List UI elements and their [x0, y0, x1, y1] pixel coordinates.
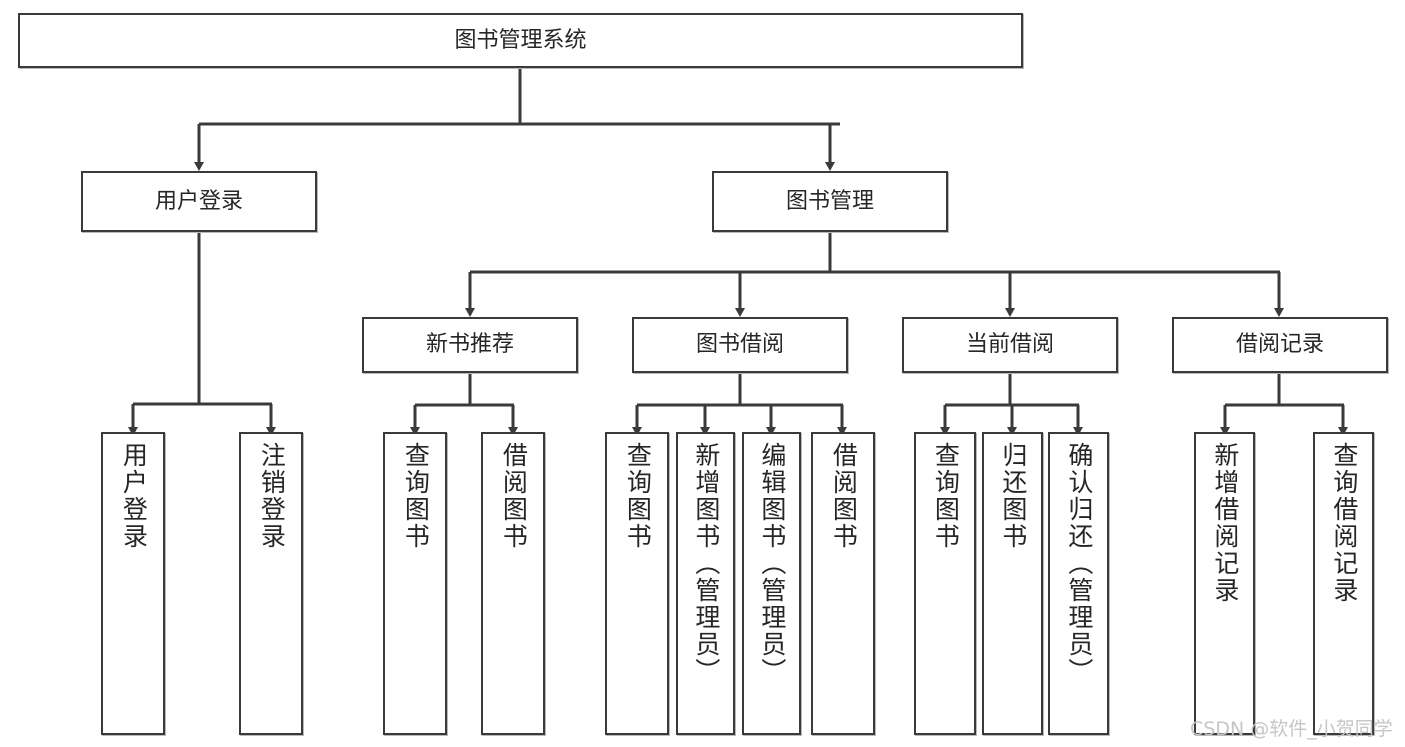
node-current-borrow-label: 当前借阅 — [965, 332, 1054, 358]
leaf-current-query-book[interactable]: 查询图书 — [914, 432, 976, 735]
node-borrow-record[interactable]: 借阅记录 — [1172, 317, 1388, 373]
node-current-borrow[interactable]: 当前借阅 — [902, 317, 1118, 373]
leaf-current-confirm-return-label: 确认归还（管理员） — [1064, 442, 1094, 685]
leaf-user-login-login-label: 用户登录 — [119, 442, 149, 550]
leaf-borrow-edit-book[interactable]: 编辑图书（管理员） — [742, 432, 801, 735]
node-new-book-recommend[interactable]: 新书推荐 — [362, 317, 578, 373]
leaf-borrow-borrow-book[interactable]: 借阅图书 — [811, 432, 875, 735]
leaf-recommend-borrow-book-label: 借阅图书 — [499, 442, 529, 550]
leaf-current-return-book[interactable]: 归还图书 — [982, 432, 1043, 735]
node-book-borrow-label: 图书借阅 — [695, 332, 784, 358]
node-root-label: 图书管理系统 — [454, 27, 587, 53]
leaf-borrow-add-book-label: 新增图书（管理员） — [691, 442, 721, 685]
node-root[interactable]: 图书管理系统 — [18, 13, 1023, 68]
node-user-login-label: 用户登录 — [154, 188, 243, 214]
leaf-recommend-borrow-book[interactable]: 借阅图书 — [481, 432, 545, 735]
node-borrow-record-label: 借阅记录 — [1235, 332, 1324, 358]
node-book-management-label: 图书管理 — [785, 188, 874, 214]
leaf-record-query-record[interactable]: 查询借阅记录 — [1313, 432, 1374, 735]
leaf-record-query-record-label: 查询借阅记录 — [1329, 442, 1359, 604]
leaf-borrow-query-book[interactable]: 查询图书 — [605, 432, 669, 735]
leaf-recommend-query-book[interactable]: 查询图书 — [383, 432, 447, 735]
leaf-user-login-login[interactable]: 用户登录 — [101, 432, 165, 735]
leaf-user-login-logout-label: 注销登录 — [257, 442, 287, 550]
node-new-book-recommend-label: 新书推荐 — [425, 332, 514, 358]
node-book-borrow[interactable]: 图书借阅 — [632, 317, 848, 373]
leaf-current-confirm-return[interactable]: 确认归还（管理员） — [1048, 432, 1109, 735]
leaf-borrow-edit-book-label: 编辑图书（管理员） — [757, 442, 787, 685]
node-user-login[interactable]: 用户登录 — [81, 171, 317, 232]
leaf-record-add-record[interactable]: 新增借阅记录 — [1194, 432, 1255, 735]
leaf-user-login-logout[interactable]: 注销登录 — [239, 432, 303, 735]
leaf-current-query-book-label: 查询图书 — [931, 442, 961, 550]
leaf-record-add-record-label: 新增借阅记录 — [1210, 442, 1240, 604]
leaf-recommend-query-book-label: 查询图书 — [401, 442, 431, 550]
node-book-management[interactable]: 图书管理 — [712, 171, 948, 232]
leaf-borrow-query-book-label: 查询图书 — [623, 442, 653, 550]
leaf-borrow-add-book[interactable]: 新增图书（管理员） — [676, 432, 735, 735]
leaf-borrow-borrow-book-label: 借阅图书 — [829, 442, 859, 550]
leaf-current-return-book-label: 归还图书 — [998, 442, 1028, 550]
